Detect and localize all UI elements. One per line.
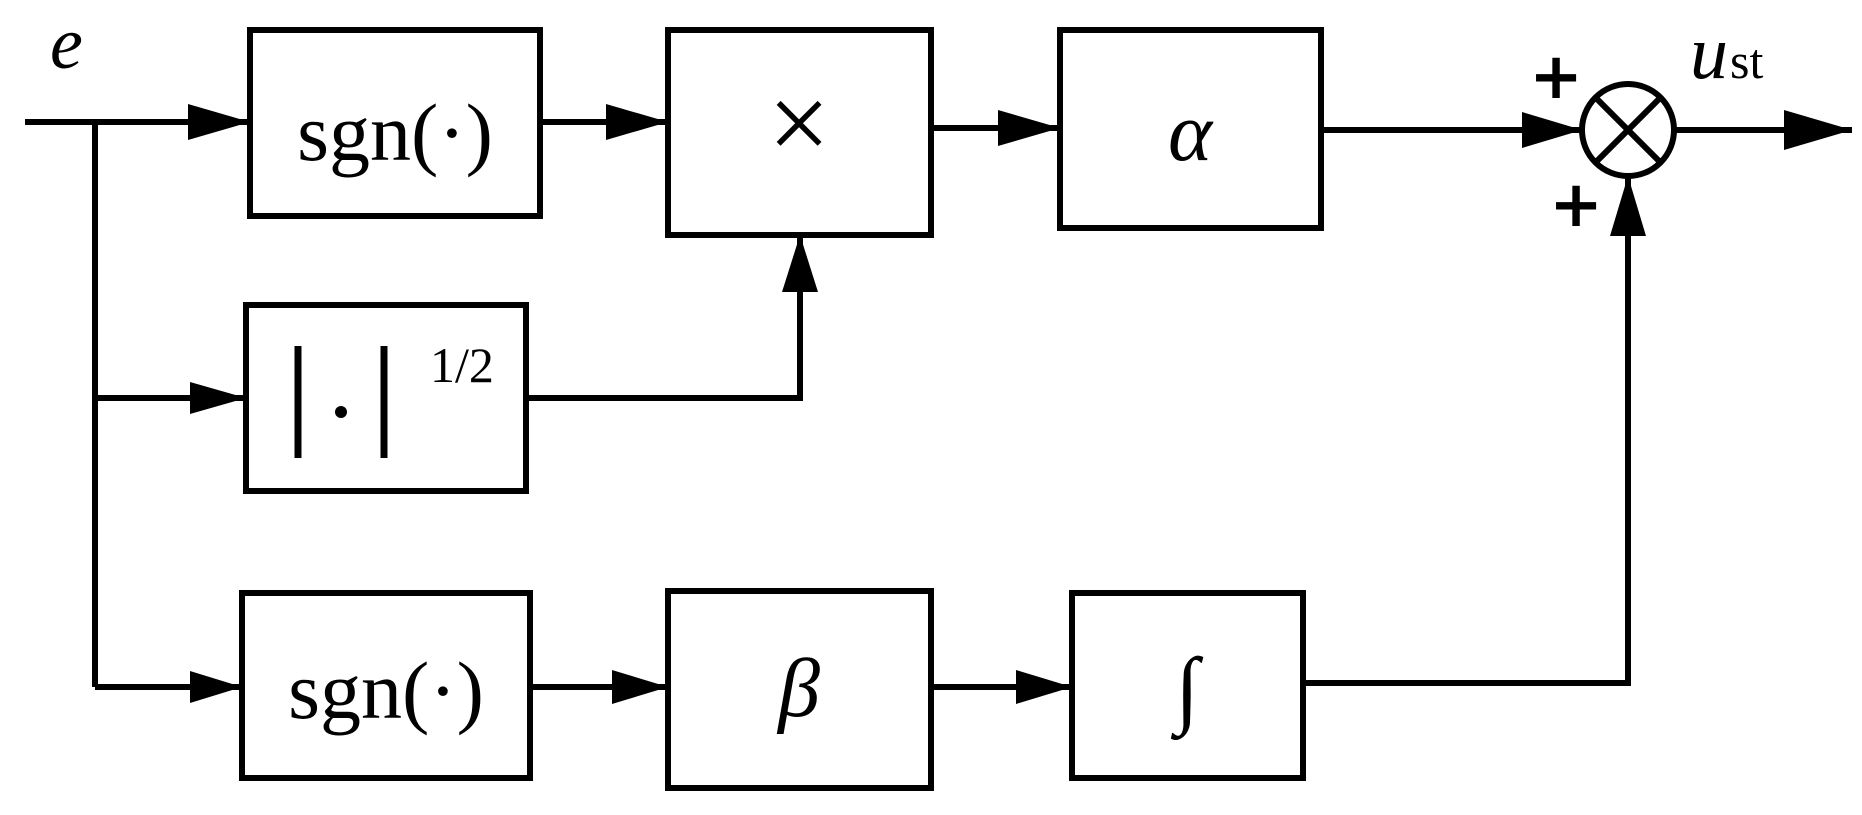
arrowhead-mult-bottom [782, 235, 818, 292]
arrowhead-sgn-bottom [190, 671, 242, 703]
arrowhead-integral [1016, 670, 1072, 704]
arrowhead-alpha [998, 110, 1060, 146]
integral-label: ∫ [1170, 640, 1204, 741]
arrowhead-sgn-top [188, 104, 250, 140]
arrowhead-output [1784, 110, 1852, 150]
output-signal-main: u [1690, 11, 1728, 95]
summing-junction [1579, 81, 1677, 179]
arrowhead-sum-bottom [1610, 176, 1646, 236]
summer-sign-bottom: + [1549, 168, 1603, 242]
block-integral [1069, 590, 1306, 781]
block-beta [665, 588, 934, 791]
multiply-label: × [768, 62, 830, 184]
summer-cross-b [1592, 94, 1664, 166]
sgn-top-label: sgn(·) [297, 87, 493, 178]
wire-abs-to-mult [526, 235, 803, 401]
alpha-label: α [1168, 86, 1214, 179]
sgn-bottom-label: sgn(·) [288, 645, 484, 736]
input-signal-label: e [50, 3, 83, 85]
arrowhead-beta [612, 670, 668, 704]
output-signal-subscript: st [1730, 33, 1763, 89]
output-signal-label: ust [1690, 11, 1763, 95]
abs-dot [335, 406, 347, 418]
arrowhead-abs [190, 382, 246, 414]
block-alpha [1057, 27, 1324, 231]
wire-int-to-sum [1303, 176, 1631, 686]
abs-exponent-label: 1/2 [430, 337, 494, 393]
arrowhead-mult-left [606, 104, 668, 140]
beta-label: β [776, 642, 820, 735]
arrowhead-sum-left [1522, 112, 1582, 148]
summer-sign-top: + [1529, 40, 1583, 114]
block-sgn-top [247, 27, 543, 219]
block-multiply [665, 27, 934, 238]
abs-label: |·| [296, 322, 387, 459]
block-sgn-bottom [239, 590, 533, 781]
